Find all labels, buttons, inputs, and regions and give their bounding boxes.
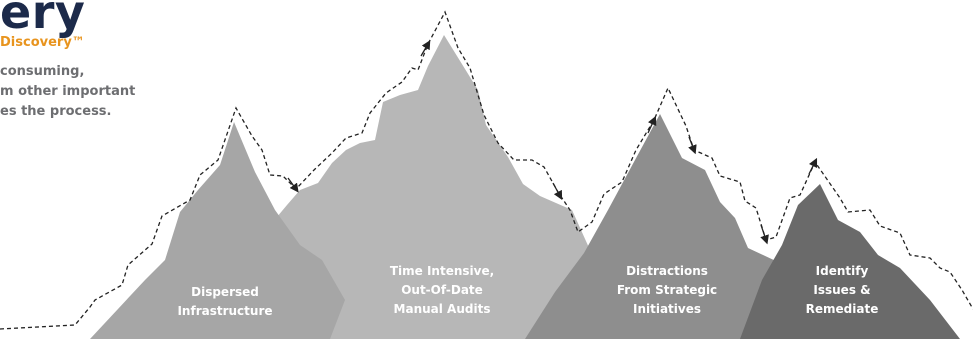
- mountain-dispersed: [90, 122, 345, 339]
- peak-label-identify: Identify Issues & Remediate: [782, 262, 902, 319]
- peak-label-line: Manual Audits: [393, 302, 491, 316]
- peak-label-line: Remediate: [805, 302, 879, 316]
- peak-label-line: Distractions: [626, 264, 708, 278]
- peak-label-time-intensive: Time Intensive, Out-Of-Date Manual Audit…: [372, 262, 512, 319]
- route-arrow: [760, 224, 769, 245]
- peak-label-line: From Strategic: [616, 283, 718, 297]
- intro-line: m other important: [0, 84, 136, 99]
- route-arrow: [647, 115, 657, 134]
- route-arrow: [808, 157, 818, 175]
- peak-label-distractions: Distractions From Strategic Initiatives: [602, 262, 732, 319]
- route-arrow: [688, 136, 697, 155]
- route-arrow: [420, 40, 431, 57]
- peak-label-dispersed: Dispersed Infrastructure: [160, 283, 290, 321]
- peak-label-line: Issues &: [813, 283, 871, 297]
- route-arrow: [552, 182, 563, 201]
- intro-line: consuming,: [0, 64, 85, 79]
- peak-label-line: Out-Of-Date: [401, 283, 483, 297]
- page-title: ery: [0, 0, 86, 39]
- peak-label-line: Dispersed: [191, 285, 259, 299]
- intro-line: es the process.: [0, 104, 112, 119]
- peak-label-line: Infrastructure: [177, 304, 273, 318]
- route-arrow: [287, 177, 299, 193]
- subtitle: Discovery™: [0, 35, 85, 50]
- peak-label-line: Identify: [815, 264, 869, 278]
- mountain-distractions: [525, 114, 790, 339]
- intro-paragraph: consuming, m other important es the proc…: [0, 62, 200, 122]
- mountain-identify: [740, 184, 960, 339]
- peak-label-line: Initiatives: [632, 302, 702, 316]
- peak-label-line: Time Intensive,: [389, 264, 495, 278]
